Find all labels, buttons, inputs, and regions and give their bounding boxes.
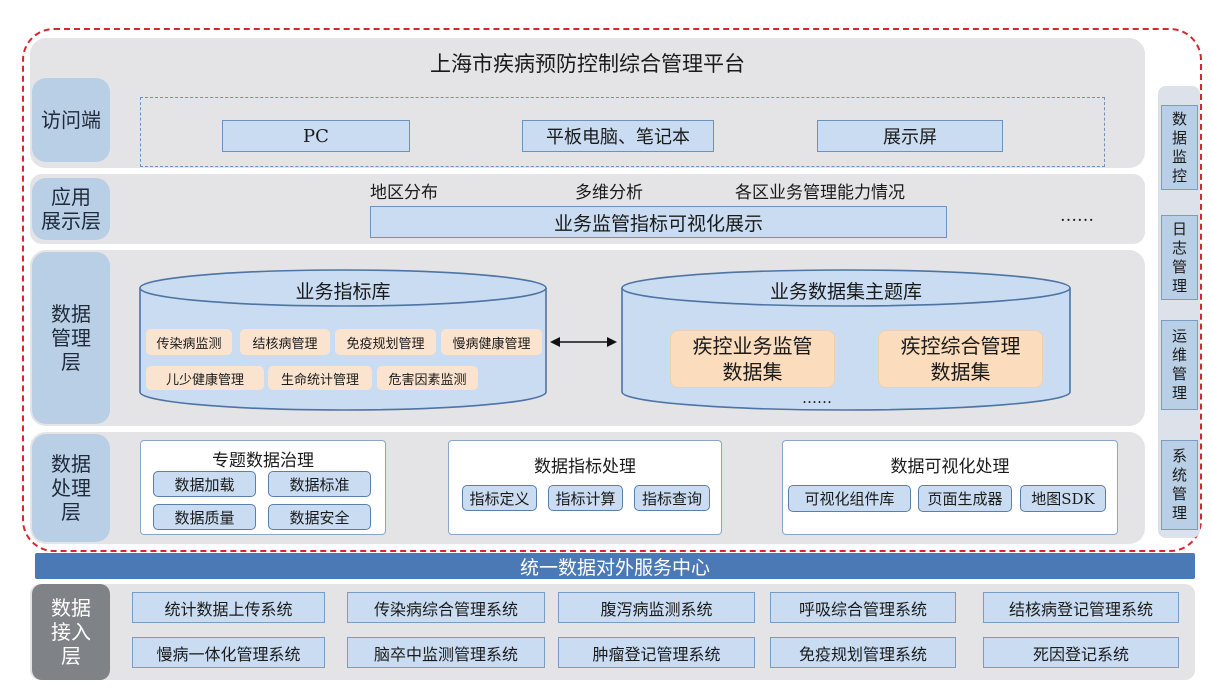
access-item-display-screen: 展示屏	[817, 120, 1003, 152]
index-tag-infectious: 传染病监测	[146, 329, 232, 355]
index-db-cylinder-top	[139, 269, 547, 307]
governance-item-standard: 数据标准	[268, 471, 371, 497]
access-layer-label: 访问端	[32, 78, 110, 162]
db-link-arrow-right	[607, 337, 617, 347]
processing-layer-label: 数据处理层	[32, 434, 110, 542]
ingest-system-diarrhea: 腹泻病监测系统	[558, 592, 755, 623]
ingest-system-respiratory: 呼吸综合管理系统	[770, 592, 956, 623]
db-link-arrow-left	[550, 337, 560, 347]
ingest-layer-label: 数据接入层	[32, 584, 110, 680]
governance-title: 专题数据治理	[212, 451, 314, 471]
ingest-system-immunization: 免疫规划管理系统	[770, 637, 956, 668]
theme-db-cylinder-top	[621, 269, 1071, 307]
indicator-item-calculate: 指标计算	[548, 485, 623, 511]
access-item-pc: PC	[222, 120, 410, 152]
access-item-tablet-laptop: 平板电脑、笔记本	[522, 120, 714, 152]
indicator-item-query: 指标查询	[634, 485, 710, 511]
visual-title: 数据可视化处理	[890, 457, 1010, 477]
access-devices-group	[140, 97, 1105, 167]
theme-db-ellipsis: ……	[802, 389, 832, 407]
display-main-bar: 业务监管指标可视化展示	[370, 206, 947, 238]
index-tag-hazard: 危害因素监测	[377, 366, 478, 390]
index-tag-immunization: 免疫规划管理	[335, 329, 436, 355]
ingest-system-death-cause: 死因登记系统	[983, 637, 1179, 668]
index-tag-vital-stats: 生命统计管理	[268, 366, 372, 390]
index-tag-chronic: 慢病健康管理	[441, 329, 542, 355]
governance-item-security: 数据安全	[268, 504, 371, 530]
index-tag-tuberculosis: 结核病管理	[240, 329, 330, 355]
ingest-system-infectious: 传染病综合管理系统	[347, 592, 545, 623]
side-item-data-monitoring: 数据监控	[1161, 105, 1198, 190]
theme-set-comprehensive: 疾控综合管理数据集	[878, 330, 1043, 388]
governance-item-load: 数据加载	[153, 471, 256, 497]
ingest-system-tumor: 肿瘤登记管理系统	[558, 637, 755, 668]
visual-item-map-sdk: 地图SDK	[1020, 485, 1106, 512]
display-item-region: 地区分布	[370, 183, 438, 203]
display-ellipsis: ……	[1060, 206, 1094, 226]
ingest-system-stats-upload: 统计数据上传系统	[132, 592, 325, 623]
side-item-log-management: 日志管理	[1161, 215, 1198, 300]
side-item-ops-management: 运维管理	[1161, 320, 1198, 410]
indicator-item-define: 指标定义	[462, 485, 537, 511]
side-item-system-management: 系统管理	[1161, 440, 1198, 530]
governance-item-quality: 数据质量	[153, 504, 256, 530]
ingest-system-tb-registry: 结核病登记管理系统	[983, 592, 1179, 623]
indicator-title: 数据指标处理	[534, 457, 636, 477]
theme-set-supervision: 疾控业务监管数据集	[670, 330, 835, 388]
display-layer-label: 应用展示层	[32, 178, 110, 240]
index-db-title: 业务指标库	[295, 281, 391, 303]
display-item-multidim: 多维分析	[575, 183, 643, 203]
platform-title: 上海市疾病预防控制综合管理平台	[430, 52, 745, 76]
visual-item-components: 可视化组件库	[788, 485, 911, 512]
unified-service-bar: 统一数据对外服务中心	[35, 553, 1195, 579]
display-item-district-capability: 各区业务管理能力情况	[735, 183, 905, 203]
index-tag-child-health: 儿少健康管理	[146, 366, 264, 390]
platform-boundary	[22, 28, 1202, 552]
ingest-system-chronic: 慢病一体化管理系统	[132, 637, 325, 668]
management-layer-label: 数据管理层	[32, 252, 110, 424]
visual-item-page-generator: 页面生成器	[918, 485, 1012, 512]
ingest-system-stroke: 脑卒中监测管理系统	[347, 637, 545, 668]
theme-db-title: 业务数据集主题库	[769, 281, 922, 303]
